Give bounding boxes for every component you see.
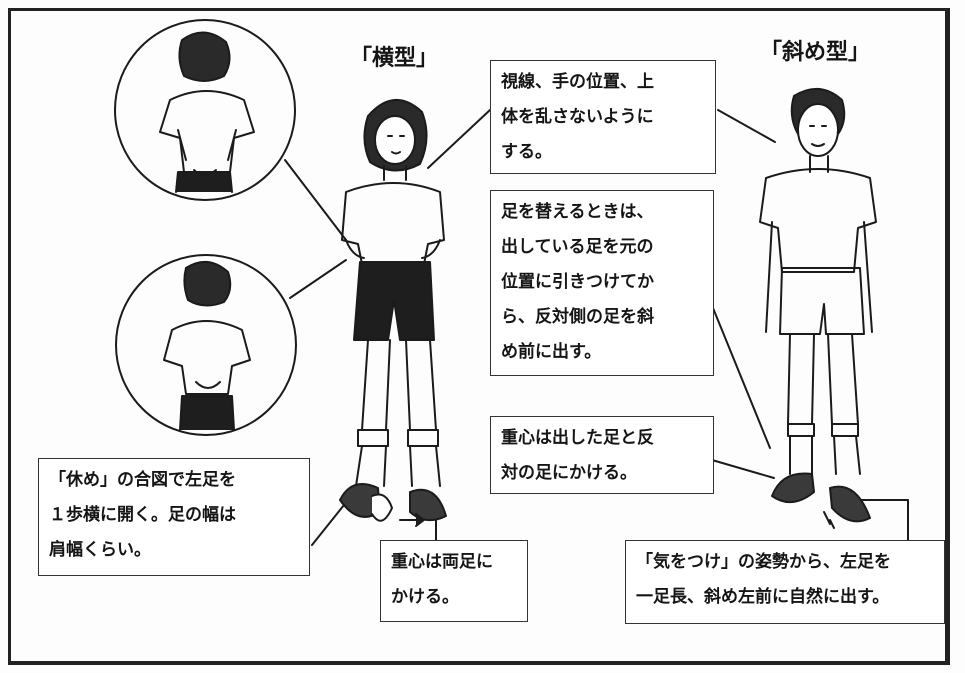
note-weight-both-line-2: かける。 [391, 587, 459, 607]
note-switch-line-5: め前に出す。 [501, 342, 602, 362]
inset-circle-top [114, 19, 296, 201]
note-switch-line-2: 出している足を元の [501, 237, 654, 257]
note-weight-opposite: 重心は出した足と反 対の足にかける。 [490, 416, 714, 494]
note-yasume-line-1: 「休め」の合図で左足を [49, 470, 236, 490]
note-yasume-line-2: １歩横に開く。足の幅は [49, 505, 236, 525]
note-weight-opposite-line-1: 重心は出した足と反 [501, 428, 654, 448]
note-gaze-line-1: 視線、手の位置、上 [501, 72, 654, 92]
yoko-figure [339, 98, 447, 527]
note-switch-line-4: ら、反対側の足を斜 [501, 307, 654, 327]
connector-lines [284, 109, 909, 546]
note-kiotsuke-line-2: 一足長、斜め左前に自然に出す。 [636, 587, 890, 607]
note-gaze-line-3: する。 [501, 142, 552, 162]
note-weight-both-line-1: 重心は両足に [391, 552, 493, 572]
note-yasume-line-3: 肩幅くらい。 [49, 540, 151, 560]
naname-figure [759, 88, 877, 529]
title-naname: 「斜め型」 [760, 40, 871, 65]
note-weight-opposite-line-2: 対の足にかける。 [501, 463, 637, 483]
page-frame [8, 8, 950, 665]
note-yasume: 「休め」の合図で左足を １歩横に開く。足の幅は 肩幅くらい。 [38, 458, 310, 576]
note-kiotsuke: 「気をつけ」の姿勢から、左足を 一足長、斜め左前に自然に出す。 [625, 540, 945, 624]
note-gaze-line-2: 体を乱さないように [501, 107, 654, 127]
note-gaze: 視線、手の位置、上 体を乱さないように する。 [490, 60, 716, 174]
note-weight-both: 重心は両足に かける。 [380, 540, 528, 622]
inset-circle-bottom [115, 254, 297, 436]
note-switch-line-3: 位置に引きつけてか [501, 272, 654, 292]
note-switch-feet: 足を替えるときは、 出している足を元の 位置に引きつけてか ら、反対側の足を斜 … [490, 190, 714, 376]
note-kiotsuke-line-1: 「気をつけ」の姿勢から、左足を [636, 552, 891, 572]
note-switch-line-1: 足を替えるときは、 [501, 202, 654, 222]
title-yoko: 「横型」 [350, 46, 439, 71]
